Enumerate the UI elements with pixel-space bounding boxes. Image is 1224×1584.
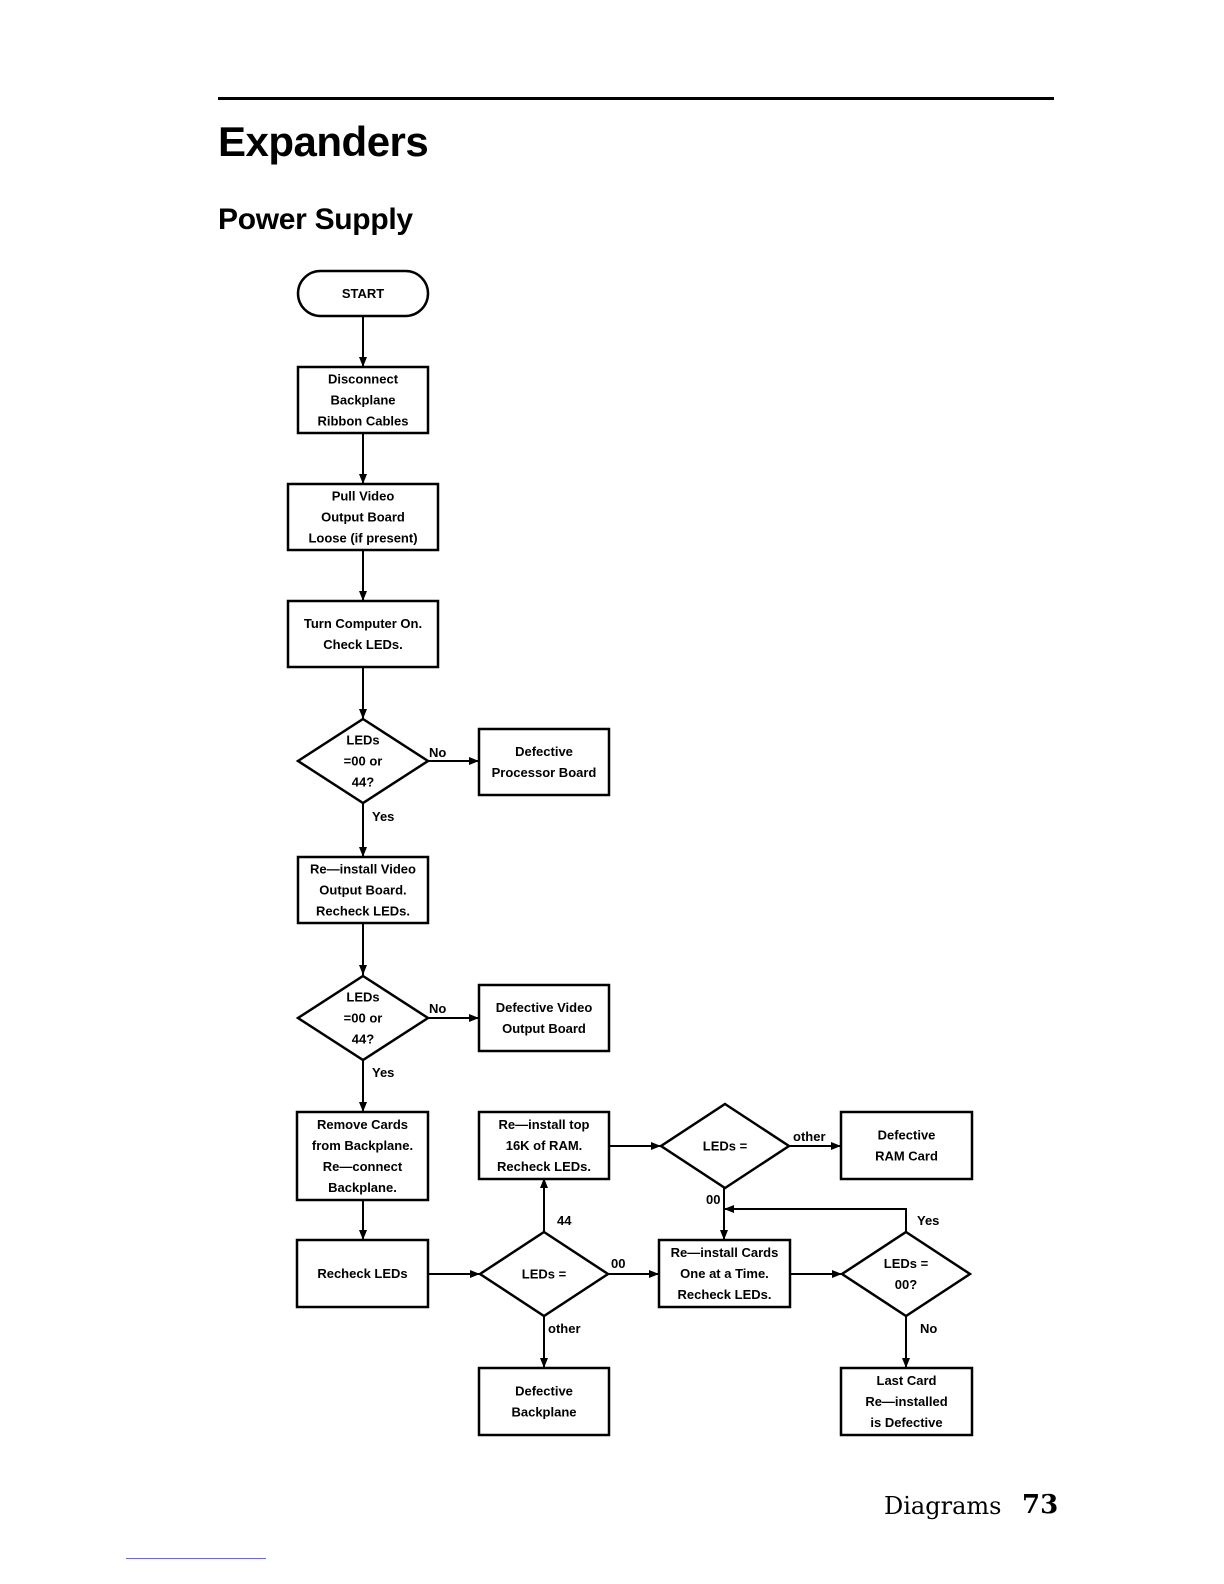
decision2-diamond: LEDs =00 or 44? bbox=[295, 974, 431, 1062]
decision3-text-0: LEDs = bbox=[522, 1267, 567, 1282]
decision1-text-1: =00 or bbox=[344, 754, 383, 769]
decision2-text-1: =00 or bbox=[344, 1011, 383, 1026]
defective_backplane-text-0: Defective bbox=[515, 1384, 573, 1399]
edge-label-d2_yes: Yes bbox=[372, 1065, 394, 1080]
reinstall_top-text-1: 16K of RAM. bbox=[506, 1138, 583, 1153]
reinstall_video-text-2: Recheck LEDs. bbox=[316, 904, 410, 919]
decision5-text-1: 00? bbox=[895, 1277, 917, 1292]
defective_video-text-1: Output Board bbox=[502, 1021, 586, 1036]
decision5-diamond: LEDs = 00? bbox=[839, 1230, 973, 1318]
decision4-diamond: LEDs = bbox=[658, 1102, 792, 1190]
remove_cards-text-0: Remove Cards bbox=[317, 1117, 408, 1132]
remove_cards-text-2: Re—connect bbox=[323, 1159, 403, 1174]
edge-label-d3_00: 00 bbox=[611, 1256, 625, 1271]
reinstall_cards-text-0: Re—install Cards bbox=[671, 1245, 779, 1260]
edge-label-d1_no: No bbox=[429, 745, 446, 760]
top-rule bbox=[218, 97, 1054, 100]
decision2-text-0: LEDs bbox=[346, 990, 379, 1005]
turn_on-text-1: Check LEDs. bbox=[323, 637, 402, 652]
last_card-text-0: Last Card bbox=[877, 1373, 937, 1388]
footer-section-name: Diagrams bbox=[884, 1492, 1002, 1520]
page-number: 73 bbox=[1022, 1490, 1059, 1520]
start-text: START bbox=[342, 286, 384, 301]
d5-yes-arrow bbox=[724, 1205, 907, 1232]
bottom-rule bbox=[126, 1558, 266, 1559]
edge-label-d3_44: 44 bbox=[557, 1213, 572, 1228]
remove_cards-text-3: Backplane. bbox=[328, 1180, 397, 1195]
decision1-diamond: LEDs =00 or 44? bbox=[295, 717, 431, 805]
decision3-diamond: LEDs = bbox=[477, 1230, 611, 1318]
last_card-text-1: Re—installed bbox=[865, 1394, 947, 1409]
reinstall_top-text-0: Re—install top bbox=[498, 1117, 589, 1132]
recheck_leds-text-0: Recheck LEDs bbox=[317, 1266, 407, 1281]
decision5-text-0: LEDs = bbox=[884, 1256, 929, 1271]
edge-label-d5_yes: Yes bbox=[917, 1213, 939, 1228]
remove_cards-box: Remove Cards from Backplane. Re—connectBac… bbox=[295, 1110, 430, 1202]
disconnect-text-0: Disconnect bbox=[328, 372, 399, 387]
last_card-text-2: is Defective bbox=[870, 1415, 942, 1430]
edge-label-d4_00: 00 bbox=[706, 1192, 720, 1207]
turn_on-text-0: Turn Computer On. bbox=[304, 616, 422, 631]
section-title: Power Supply bbox=[218, 203, 413, 236]
reinstall_cards-text-2: Recheck LEDs. bbox=[678, 1287, 772, 1302]
edge-label-d1_yes: Yes bbox=[372, 809, 394, 824]
reinstall_top-box: Re—install top 16K of RAM. Recheck LEDs. bbox=[477, 1110, 611, 1181]
defective_ram-text-0: Defective bbox=[878, 1128, 936, 1143]
defective_ram-text-1: RAM Card bbox=[875, 1149, 938, 1164]
start-terminal: START bbox=[296, 269, 430, 318]
defective_processor-text-0: Defective bbox=[515, 744, 573, 759]
recheck_leds-box: Recheck LEDs bbox=[295, 1238, 430, 1309]
pull_video-text-0: Pull Video bbox=[332, 489, 395, 504]
pull_video-text-1: Output Board bbox=[321, 510, 405, 525]
edge-label-d2_no: No bbox=[429, 1001, 446, 1016]
disconnect-text-1: Backplane bbox=[330, 393, 395, 408]
turn_on-box: Turn Computer On. Check LEDs. bbox=[286, 599, 440, 669]
disconnect-text-2: Ribbon Cables bbox=[317, 414, 408, 429]
pull_video-text-2: Loose (if present) bbox=[308, 531, 417, 546]
defective_backplane-text-1: Backplane bbox=[511, 1405, 576, 1420]
reinstall_top-text-2: Recheck LEDs. bbox=[497, 1159, 591, 1174]
decision1-text-2: 44? bbox=[352, 775, 374, 790]
reinstall_cards-text-1: One at a Time. bbox=[680, 1266, 769, 1281]
decision2-text-2: 44? bbox=[352, 1032, 374, 1047]
defective_processor-text-1: Processor Board bbox=[492, 765, 597, 780]
reinstall_video-text-1: Output Board. bbox=[319, 883, 406, 898]
reinstall_video-text-0: Re—install Video bbox=[310, 862, 416, 877]
remove_cards-text-1: from Backplane. bbox=[312, 1138, 413, 1153]
edge-label-d4_other: other bbox=[793, 1129, 826, 1144]
edge-label-d3_other: other bbox=[548, 1321, 581, 1336]
edge-label-d5_no: No bbox=[920, 1321, 937, 1336]
page-title: Expanders bbox=[218, 118, 429, 165]
decision1-text-0: LEDs bbox=[346, 733, 379, 748]
decision4-text-0: LEDs = bbox=[703, 1139, 748, 1154]
defective_video-text-0: Defective Video bbox=[496, 1000, 593, 1015]
